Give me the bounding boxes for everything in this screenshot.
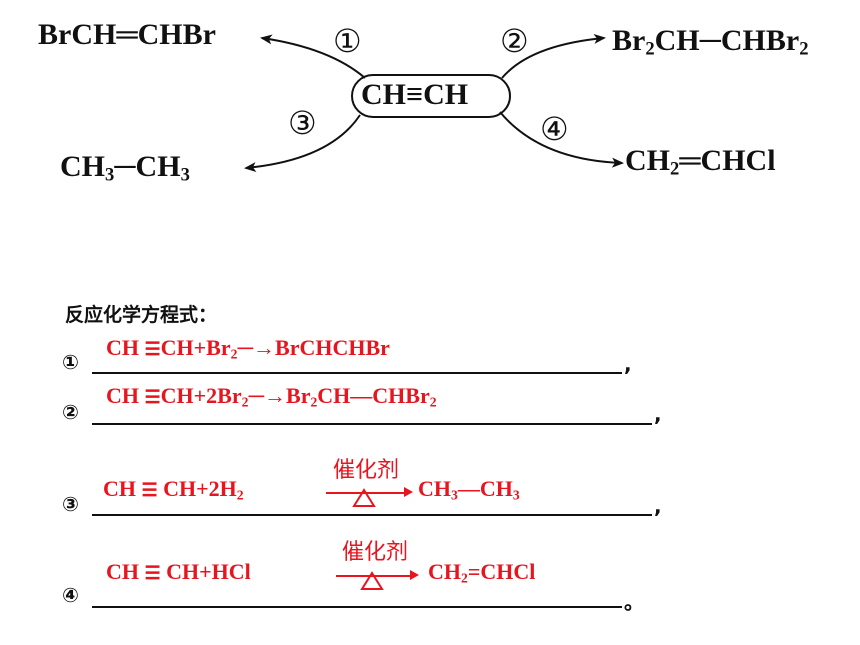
equation-3-left: CH ☰ CH+2H2 <box>103 476 244 503</box>
equation-4-right: CH2=CHCl <box>428 559 536 586</box>
arrow-3 <box>244 114 361 173</box>
equation-3-right: CH3—CH3 <box>418 476 520 503</box>
reaction-arrowhead-3 <box>404 487 413 497</box>
marker-4: ④ <box>540 111 569 147</box>
reaction-arrowhead-4 <box>410 570 419 580</box>
end-mark-2: , <box>654 402 662 426</box>
eq-label-3: ③ <box>62 492 79 516</box>
end-mark-4: 。 <box>624 590 644 614</box>
arrow-2 <box>501 33 606 79</box>
arrow-4 <box>499 111 624 168</box>
answer-line-3 <box>92 514 652 516</box>
product-2: Br2CH─CHBr2 <box>612 24 809 60</box>
eq-label-4: ④ <box>62 583 79 607</box>
arrow-1 <box>260 34 366 79</box>
reaction-arrows <box>244 33 624 173</box>
center-capsule <box>351 74 511 118</box>
center-acetylene: CH≡CH <box>361 78 469 111</box>
answer-line-2 <box>92 423 652 425</box>
eq-label-2: ② <box>62 400 79 424</box>
eq-label-1: ① <box>62 350 79 374</box>
product-3: CH3─CH3 <box>60 150 190 186</box>
marker-3: ③ <box>288 105 317 141</box>
product-4: CH2═CHCl <box>625 144 776 180</box>
heat-icon-4 <box>360 571 384 590</box>
catalyst-label-3: 催化剂 <box>333 458 400 483</box>
marker-1: ① <box>333 23 362 59</box>
equation-2: CH ☰CH+2Br2─→Br2CH—CHBr2 <box>106 383 437 410</box>
answer-line-4 <box>92 606 622 608</box>
marker-2: ② <box>500 23 529 59</box>
equation-1: CH ☰CH+Br2─→BrCHCHBr <box>106 335 390 362</box>
answer-line-1 <box>92 372 622 374</box>
product-1: BrCH═CHBr <box>38 18 216 51</box>
catalyst-label-4: 催化剂 <box>342 540 409 565</box>
end-mark-1: , <box>624 352 632 376</box>
equation-4-left: CH ☰ CH+HCl <box>106 559 251 584</box>
end-mark-3: , <box>654 494 662 518</box>
equations-title: 反应化学方程式： <box>65 304 218 326</box>
heat-icon-3 <box>352 488 376 507</box>
